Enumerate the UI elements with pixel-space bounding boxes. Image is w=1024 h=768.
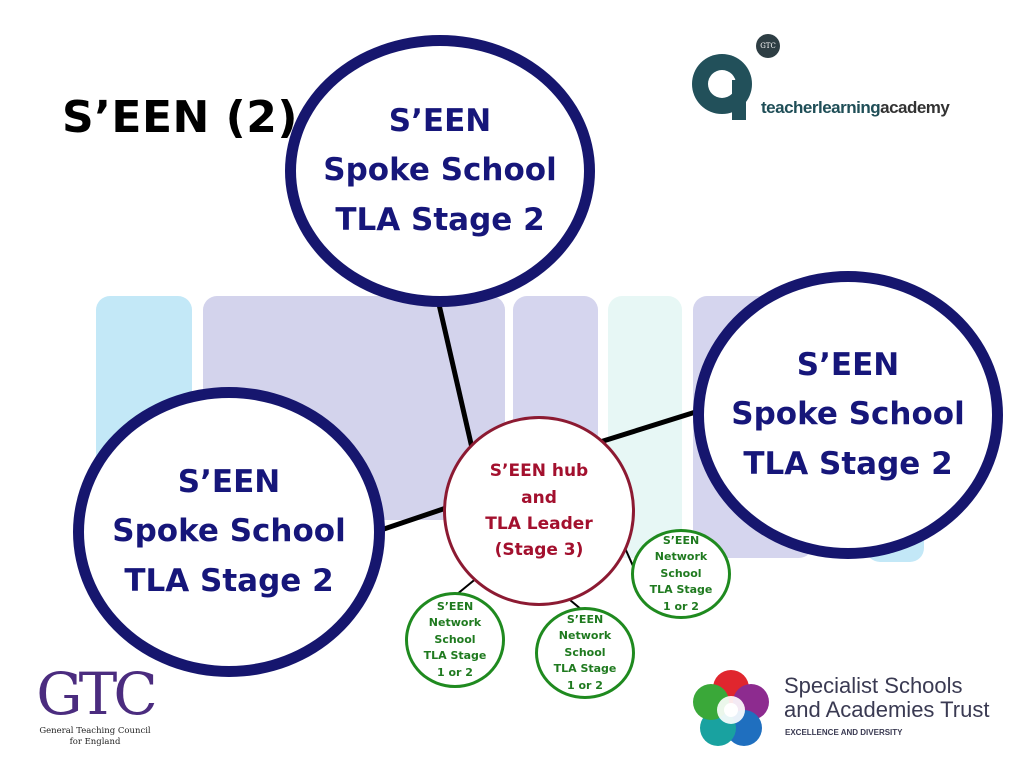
- tla-word-teacherlearning: teacherlearning: [761, 98, 881, 117]
- gtc-logo-line2: for England: [69, 737, 121, 747]
- tla-gtc-badge-icon: GTC: [756, 34, 780, 58]
- tla-logo-mark-icon: [692, 54, 752, 120]
- tla-wordmark: teacherlearningacademy: [761, 98, 950, 118]
- spoke-top-line3: TLA Stage 2: [335, 201, 545, 238]
- network-mid-line4: TLA Stage: [553, 662, 617, 676]
- network-right-line5: 1 or 2: [663, 599, 699, 613]
- spoke-top-line1: S’EEN: [388, 102, 492, 139]
- network-left-line5: 1 or 2: [437, 665, 473, 679]
- spoke-school-right: S’EEN Spoke School TLA Stage 2: [693, 271, 1003, 559]
- network-school-mid: S’EEN Network School TLA Stage 1 or 2: [535, 607, 635, 699]
- ssat-tagline: EXCELLENCE AND DIVERSITY: [785, 728, 903, 737]
- spoke-left-line1: S’EEN: [177, 463, 281, 500]
- network-mid-line5: 1 or 2: [567, 678, 603, 692]
- spoke-school-left: S’EEN Spoke School TLA Stage 2: [73, 387, 385, 677]
- spoke-school-top: S’EEN Spoke School TLA Stage 2: [285, 35, 595, 307]
- hub-line3: TLA Leader: [485, 514, 593, 534]
- ssat-line1: Specialist Schools: [784, 673, 963, 698]
- network-mid-line2: Network: [558, 629, 612, 643]
- gtc-logo: GTC General Teaching Council for England: [30, 662, 160, 758]
- spoke-left-line2: Spoke School: [112, 513, 346, 550]
- connector-left: [374, 503, 453, 535]
- spoke-right-line2: Spoke School: [731, 396, 965, 433]
- network-school-left: S’EEN Network School TLA Stage 1 or 2: [405, 592, 505, 688]
- connector-top: [435, 299, 475, 449]
- tla-logo: GTC teacherlearningacademy: [688, 34, 988, 124]
- network-school-right: S’EEN Network School TLA Stage 1 or 2: [631, 529, 731, 619]
- network-mid-line3: School: [564, 645, 606, 659]
- network-right-line3: School: [660, 566, 702, 580]
- slide-title: S’EEN (2): [62, 92, 298, 143]
- network-right-line4: TLA Stage: [649, 583, 713, 597]
- hub-line1: S’EEN hub: [489, 461, 589, 482]
- tla-gtc-badge-text: GTC: [760, 42, 776, 50]
- network-left-line3: School: [434, 632, 476, 646]
- network-left-line2: Network: [428, 616, 482, 630]
- tla-word-academy: academy: [880, 98, 950, 117]
- spoke-top-line2: Spoke School: [323, 152, 557, 189]
- hub-circle: S’EEN hub and TLA Leader (Stage 3): [443, 416, 635, 606]
- spoke-right-line1: S’EEN: [796, 346, 900, 383]
- gtc-logo-line1: General Teaching Council: [39, 726, 151, 736]
- spoke-right-line3: TLA Stage 2: [743, 445, 953, 482]
- ssat-logo: Specialist Schools and Academies Trust E…: [690, 668, 1010, 752]
- hub-line2: and: [521, 487, 557, 508]
- network-right-line1: S’EEN: [662, 533, 700, 547]
- network-left-line1: S’EEN: [436, 599, 474, 613]
- ssat-flower-icon: [693, 670, 769, 746]
- gtc-logo-mark: GTC: [36, 660, 157, 728]
- connector-right: [599, 407, 703, 445]
- network-left-line4: TLA Stage: [423, 649, 487, 663]
- network-right-line2: Network: [654, 550, 708, 564]
- network-mid-line1: S’EEN: [566, 612, 604, 626]
- ssat-line2: and Academies Trust: [784, 697, 990, 722]
- spoke-left-line3: TLA Stage 2: [124, 562, 334, 599]
- hub-line4: (Stage 3): [494, 540, 584, 561]
